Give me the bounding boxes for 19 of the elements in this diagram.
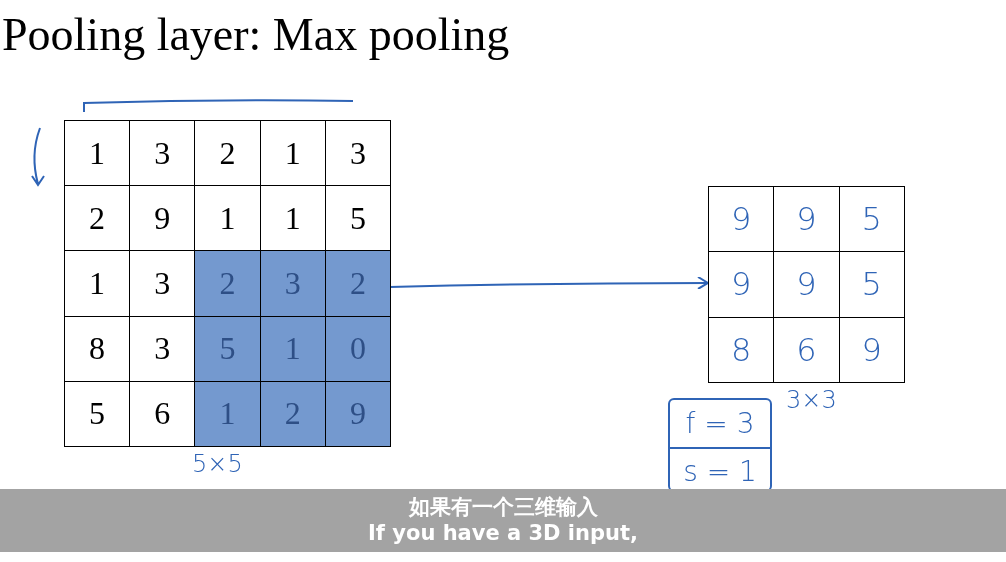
matrix-cell: 2 <box>194 250 261 317</box>
size-label: 3×3 <box>786 386 837 414</box>
input-matrix <box>64 120 390 446</box>
matrix-cell: 1 <box>259 315 326 382</box>
title: Pooling layer: Max pooling <box>2 8 510 61</box>
matrix-cell: 5 <box>194 315 261 382</box>
subtitle-text: If you have a 3D input, <box>367 521 639 545</box>
matrix-cell: 1 <box>194 380 261 447</box>
output-matrix <box>708 186 904 382</box>
matrix-cell: 9 <box>324 380 391 447</box>
matrix-cell: 0 <box>324 315 391 382</box>
parameter-text: f = 3 <box>684 406 756 442</box>
matrix-cell: 2 <box>259 380 326 447</box>
size-label: 5×5 <box>192 450 243 478</box>
arrow <box>389 275 709 290</box>
matrix-cell: 3 <box>259 250 326 317</box>
matrix-cell: 2 <box>324 250 391 317</box>
subtitle-text: 如果有一个三维输入 <box>407 494 599 521</box>
matrix-cell: 9 <box>838 316 905 383</box>
